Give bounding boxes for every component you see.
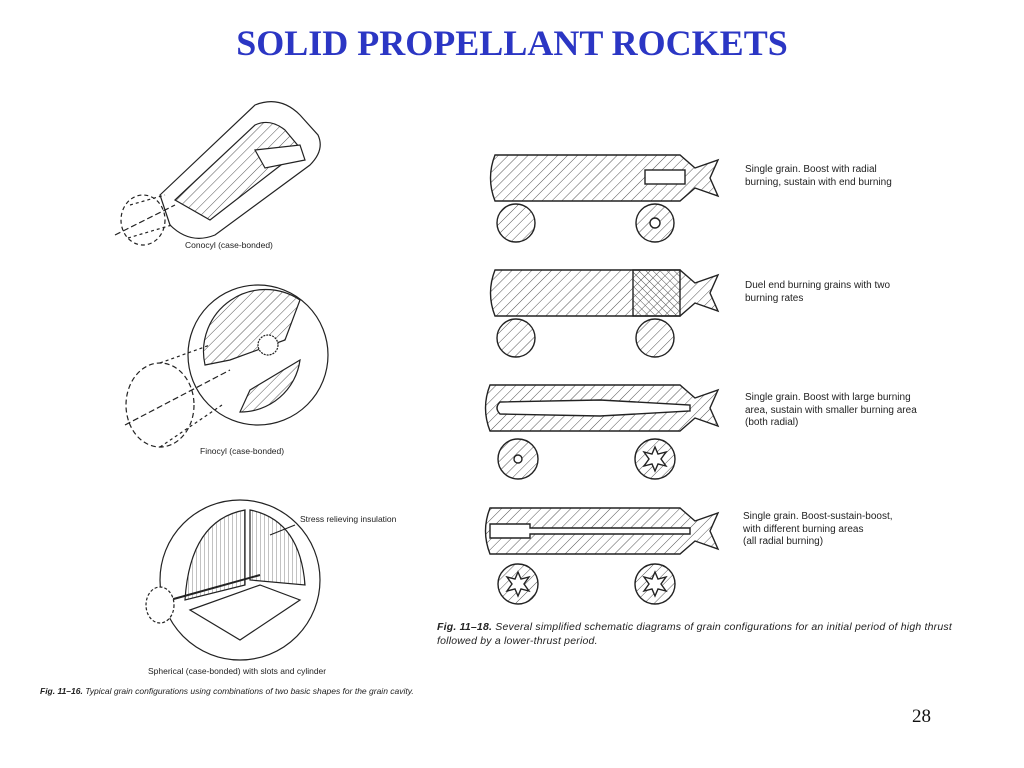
grain-row-2 — [489, 269, 720, 358]
finocyl-grain-drawing — [124, 284, 329, 448]
right-figure-caption-number: Fig. 11–18. — [437, 621, 493, 633]
grain-row-1 — [489, 154, 720, 243]
slide-title: SOLID PROPELLANT ROCKETS — [236, 23, 788, 63]
grain-row-4-description: Single grain. Boost-sustain-boost, with … — [743, 511, 893, 547]
grain-row-4 — [484, 507, 720, 605]
right-figure-caption-text: Several simplified schematic diagrams of… — [437, 621, 952, 647]
finocyl-label: Finocyl (case-bonded) — [200, 446, 285, 456]
grain-row-3 — [484, 384, 720, 480]
left-figure-caption-number: Fig. 11–16. — [40, 686, 83, 696]
grain-row-3-description: Single grain. Boost with large burning a… — [745, 392, 917, 428]
grain-row-2-description: Duel end burning grains with two burning… — [745, 280, 891, 304]
spherical-label: Spherical (case-bonded) with slots and c… — [148, 666, 327, 676]
left-figure-caption-text: Typical grain configurations using combi… — [85, 686, 414, 696]
left-figure-caption: Fig. 11–16. Typical grain configurations… — [40, 685, 480, 697]
conocyl-grain-drawing — [114, 101, 321, 246]
slide-number: 28 — [912, 706, 931, 727]
spherical-grain-drawing — [145, 499, 321, 661]
grain-row-1-description: Single grain. Boost with radial burning,… — [745, 164, 892, 188]
stress-insulation-label: Stress relieving insulation — [300, 514, 397, 524]
right-figure-caption: Fig. 11–18. Several simplified schematic… — [437, 620, 992, 648]
conocyl-label: Conocyl (case-bonded) — [185, 240, 273, 250]
